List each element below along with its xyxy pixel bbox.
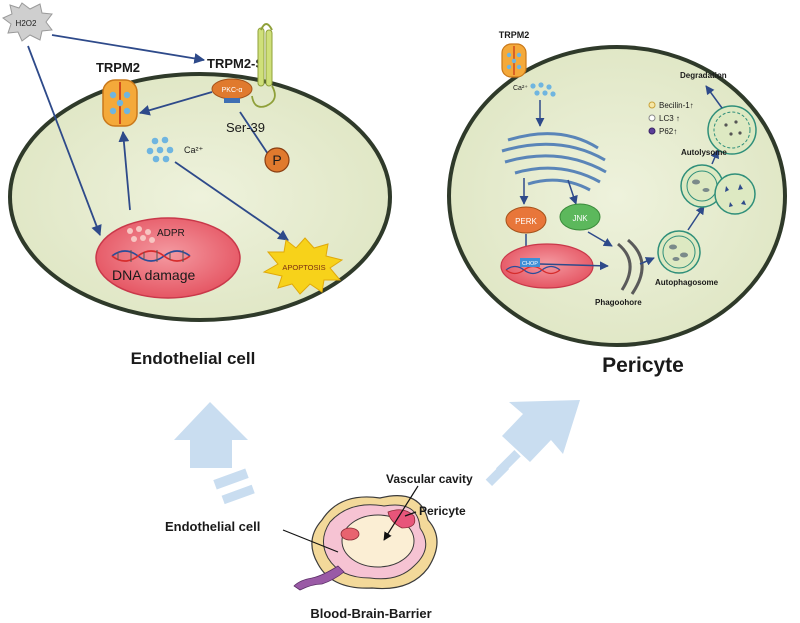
trpm2-s-receptor-icon xyxy=(251,23,276,108)
pericyte-calcium-ions-icon xyxy=(530,82,556,97)
arrow-h2o2-to-dna xyxy=(27,45,102,237)
calcium-ions-icon xyxy=(146,136,174,163)
arrow-adpr-to-trpm2 xyxy=(118,130,131,211)
arrow-jnk-to-phagophore xyxy=(587,231,613,247)
h2o2-label: H2O2 xyxy=(16,19,37,28)
marker-legend: Becilin-1↑ LC3 ↑ P62↑ xyxy=(648,101,694,136)
bbb-pericyte-label: Pericyte xyxy=(419,504,466,518)
becilin-marker-icon xyxy=(648,101,656,109)
autophagosome-label: Autophagosome xyxy=(655,278,719,287)
apoptosis-burst: APOPTOSIS xyxy=(262,237,344,295)
autophagosome-icon xyxy=(657,230,701,274)
pericyte-trpm2-label: TRPM2 xyxy=(499,30,530,40)
pericyte-panel: TRPM2 Ca²⁺ PERK JNK xyxy=(447,30,787,377)
trpm2-label: TRPM2 xyxy=(96,60,140,75)
leader-vascular-cavity xyxy=(383,485,419,541)
arrow-h2o2-to-trpm2s xyxy=(51,34,206,64)
pericyte-calcium-label: Ca²⁺ xyxy=(513,85,528,92)
phosphate-icon: P xyxy=(264,147,290,173)
endothelial-title: Endothelial cell xyxy=(131,349,256,368)
arrow-ca-to-apoptosis xyxy=(174,161,289,241)
p62-marker-icon xyxy=(648,127,656,135)
up-arrow-to-endothelial xyxy=(174,402,255,505)
pkc-alpha-icon: PKC-α xyxy=(211,78,253,103)
endoplasmic-reticulum-icon xyxy=(501,132,607,192)
trpm2-s-label: TRPM2-S xyxy=(207,56,264,71)
dna-helix-icon xyxy=(111,250,191,262)
jnk-icon: JNK xyxy=(559,203,601,231)
apoptosis-label: APOPTOSIS xyxy=(282,263,325,272)
pericyte-trpm2-icon xyxy=(501,43,527,78)
h2o2-starburst: H2O2 xyxy=(2,2,53,42)
arrow-fusion-to-autolysome xyxy=(710,149,719,165)
adpr-label: ADPR xyxy=(157,228,185,239)
arrow-phagophore-to-autophagosome xyxy=(639,257,655,266)
inhibition-line xyxy=(239,111,273,161)
arrow-chop-to-phagophore xyxy=(539,261,609,271)
phagophore-label: Phagoohore xyxy=(595,298,642,307)
ser39-label: Ser-39 xyxy=(226,120,265,135)
calcium-label: Ca²⁺ xyxy=(184,145,204,155)
arrow-pkc-to-trpm2 xyxy=(138,91,213,116)
arrow-autolysome-to-degradation xyxy=(705,85,723,109)
chop-label: CHOP xyxy=(522,261,538,267)
pericyte-title: Pericyte xyxy=(602,354,684,377)
legend-lc3: LC3 ↑ xyxy=(659,114,680,123)
dna-damage-label: DNA damage xyxy=(112,267,195,283)
adpr-dots xyxy=(127,226,155,243)
pkc-label: PKC-α xyxy=(222,87,243,94)
endothelial-panel: H2O2 TRPM2 TRPM2-S PKC-α xyxy=(2,2,392,368)
phagophore-icon xyxy=(617,238,644,295)
bbb-title: Blood-Brain-Barrier xyxy=(310,606,431,621)
bbb-endothelial-label: Endothelial cell xyxy=(165,519,260,534)
perk-label: PERK xyxy=(515,217,537,226)
leader-endothelial xyxy=(282,529,339,553)
jnk-label: JNK xyxy=(572,214,588,223)
bbb-panel: Vascular cavity Pericyte Endothelial cel… xyxy=(165,472,473,621)
degradation-label: Degradation xyxy=(680,71,727,80)
arrow-autophagosome-to-lysosome xyxy=(687,205,705,231)
chop-box xyxy=(520,258,540,267)
lc3-marker-icon xyxy=(648,114,656,122)
arrow-er-to-jnk xyxy=(567,179,578,205)
trpm2-channel-icon xyxy=(102,79,138,127)
fusion-vesicle-icon xyxy=(680,164,756,215)
autolysome-label: Autolysome xyxy=(681,148,727,157)
phosphate-label: P xyxy=(272,152,281,168)
autolysome-icon xyxy=(707,105,757,155)
perk-icon: PERK xyxy=(505,206,547,234)
leader-pericyte xyxy=(404,511,417,517)
up-arrow-to-pericyte xyxy=(485,400,580,487)
legend-becilin: Becilin-1↑ xyxy=(659,101,694,110)
vascular-cavity-label: Vascular cavity xyxy=(386,472,473,486)
legend-p62: P62↑ xyxy=(659,127,677,136)
bbb-vessel-icon xyxy=(293,495,438,591)
